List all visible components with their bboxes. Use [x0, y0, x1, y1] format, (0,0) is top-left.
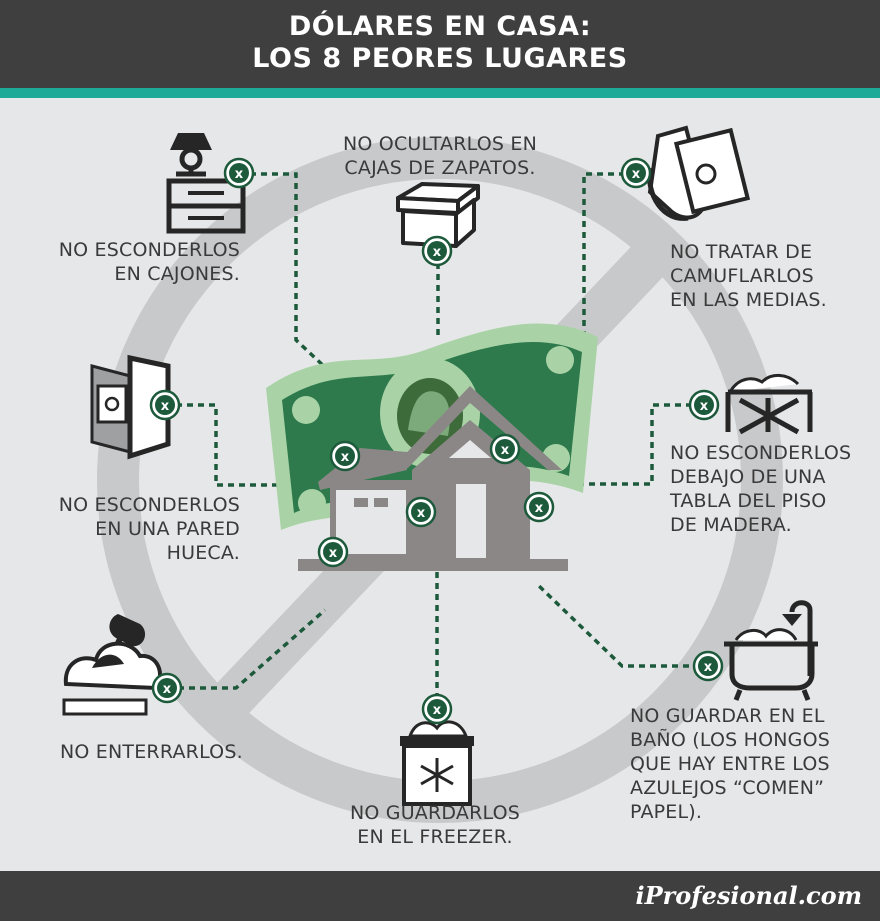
connector-piso [570, 403, 692, 486]
marker-pared-x: x [161, 399, 170, 414]
marker-medias-x: x [632, 167, 641, 182]
infographic-canvas: x x x x x x x x x x [62, 125, 818, 823]
marker-zapatos: x [421, 235, 453, 267]
label-bano: NO GUARDAR EN EL BAÑO (LOS HONGOS QUE HA… [630, 705, 831, 823]
bathtub-icon [724, 600, 818, 701]
marker-piso: x [688, 389, 720, 421]
socks-icon [646, 125, 751, 221]
hollow-wall-icon [90, 354, 171, 460]
connector-enterrar [178, 608, 327, 690]
marker-house-roof-left: x [329, 440, 361, 472]
marker-medias: x [620, 157, 652, 189]
marker-zapatos-x: x [433, 245, 442, 260]
marker-house-center-x: x [417, 506, 426, 521]
footer: iProfesional.com [0, 871, 880, 921]
nightstand-icon [166, 133, 246, 234]
marker-cajones: x [223, 157, 255, 189]
marker-pared: x [149, 389, 181, 421]
label-piso: NO ESCONDERLOS DEBAJO DE UNA TABLA DEL P… [670, 442, 852, 536]
marker-freezer-x: x [433, 703, 442, 718]
marker-freezer: x [421, 693, 453, 725]
connector-pared [176, 403, 290, 487]
title-line-1: DÓLARES EN CASA: [288, 11, 592, 42]
accent-bar [0, 88, 880, 98]
marker-bano: x [692, 650, 724, 682]
marker-house-roof-right: x [489, 433, 521, 465]
marker-house-right-x: x [535, 501, 544, 516]
marker-house-center: x [405, 496, 437, 528]
label-medias: NO TRATAR DE CAMUFLARLOS EN LAS MEDIAS. [670, 241, 827, 311]
marker-house-roof-right-x: x [501, 443, 510, 458]
marker-house-roof-left-x: x [341, 450, 350, 465]
floor-boards-icon [725, 374, 813, 435]
marker-enterrar-x: x [163, 682, 172, 697]
label-zapatos: NO OCULTARLOS EN CAJAS DE ZAPATOS. [342, 133, 538, 179]
connector-bano [536, 583, 700, 668]
label-pared: NO ESCONDERLOS EN UNA PARED HUECA. [58, 494, 240, 564]
brand-logo[interactable]: iProfesional.com [635, 881, 862, 910]
marker-house-left: x [317, 536, 349, 568]
header: DÓLARES EN CASA: LOS 8 PEORES LUGARES [0, 0, 880, 88]
freezer-icon [400, 720, 474, 806]
title-line-2: LOS 8 PEORES LUGARES [252, 43, 628, 74]
shovel-icon [62, 614, 162, 716]
marker-bano-x: x [704, 660, 713, 675]
marker-house-right: x [523, 491, 555, 523]
marker-cajones-x: x [235, 167, 244, 182]
marker-house-left-x: x [329, 546, 338, 561]
label-enterrar: NO ENTERRARLOS. [60, 741, 243, 763]
connector-cajones [250, 172, 346, 387]
label-freezer: NO GUARDARLOS EN EL FREEZER. [349, 802, 521, 848]
marker-piso-x: x [700, 399, 709, 414]
marker-enterrar: x [151, 672, 183, 704]
label-cajones: NO ESCONDERLOS EN CAJONES. [58, 239, 240, 285]
